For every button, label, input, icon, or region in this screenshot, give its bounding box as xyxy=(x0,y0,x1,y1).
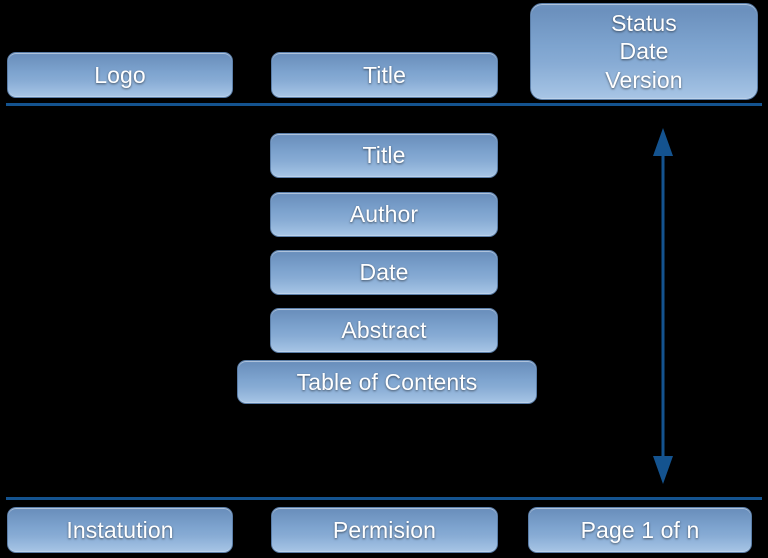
body-block-date[interactable]: Date xyxy=(270,250,498,295)
footer-divider-rule xyxy=(6,497,762,500)
header-title-label: Title xyxy=(362,61,407,88)
footer-permission-label: Permision xyxy=(332,516,437,543)
body-block-table-of-contents[interactable]: Table of Contents xyxy=(237,360,537,404)
header-title-box[interactable]: Title xyxy=(271,52,498,98)
body-block-table-of-contents-label: Table of Contents xyxy=(296,368,478,395)
body-block-abstract-label: Abstract xyxy=(341,317,427,344)
header-meta-label: Status Date Version xyxy=(605,10,683,93)
body-height-double-arrow xyxy=(653,128,673,484)
body-block-author[interactable]: Author xyxy=(270,192,498,237)
body-block-abstract[interactable]: Abstract xyxy=(270,308,498,353)
arrow-head-up xyxy=(653,128,673,156)
header-logo-box[interactable]: Logo xyxy=(7,52,233,98)
footer-institution-label: Instatution xyxy=(66,516,174,543)
body-block-title[interactable]: Title xyxy=(270,133,498,178)
footer-institution-box[interactable]: Instatution xyxy=(7,507,233,553)
header-logo-label: Logo xyxy=(94,61,146,88)
header-meta-box[interactable]: Status Date Version xyxy=(530,3,758,100)
footer-page-label: Page 1 of n xyxy=(580,516,700,543)
footer-permission-box[interactable]: Permision xyxy=(271,507,498,553)
footer-page-box[interactable]: Page 1 of n xyxy=(528,507,752,553)
arrow-head-down xyxy=(653,456,673,484)
body-block-author-label: Author xyxy=(349,201,419,228)
body-block-title-label: Title xyxy=(362,142,406,169)
header-divider-rule xyxy=(6,103,762,106)
body-block-date-label: Date xyxy=(359,259,409,286)
